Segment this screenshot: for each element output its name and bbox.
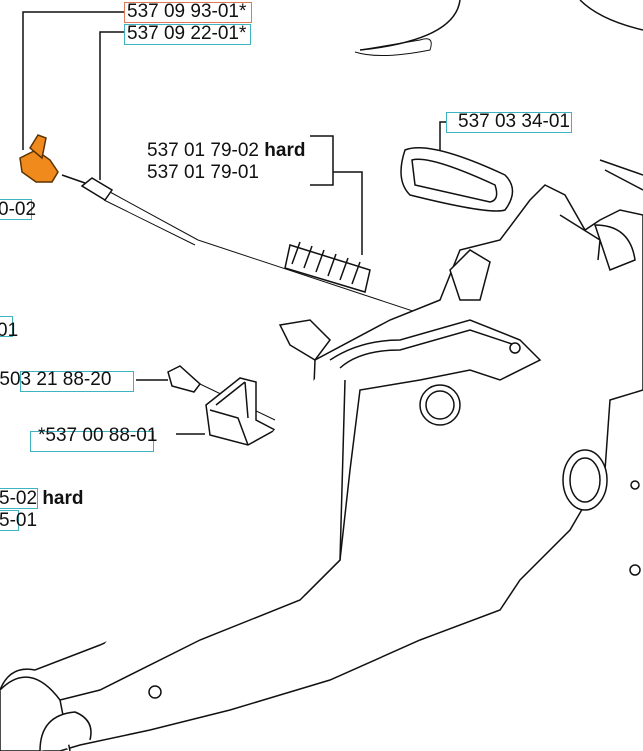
part-number-label[interactable]: 0-02 bbox=[0, 199, 37, 220]
part-number-label[interactable]: *503 21 88-20 bbox=[0, 369, 112, 390]
part-link-box-selected[interactable] bbox=[124, 2, 252, 23]
part-link-box[interactable] bbox=[0, 488, 38, 509]
part-number-label[interactable]: 537 09 93-01* bbox=[127, 1, 247, 22]
part-number-label[interactable]: 537 03 34-01 bbox=[458, 111, 570, 132]
part-number-label[interactable]: 01 bbox=[0, 320, 19, 341]
part-number: 5-02 bbox=[0, 488, 38, 509]
cover-part[interactable] bbox=[400, 147, 514, 212]
part-link-box[interactable] bbox=[30, 431, 154, 452]
leader-line bbox=[333, 171, 363, 255]
part-link-box[interactable] bbox=[20, 371, 134, 392]
leader-line bbox=[99, 31, 124, 180]
part-link-box[interactable] bbox=[0, 316, 13, 337]
part-number-label[interactable]: 5-02 hard bbox=[0, 489, 84, 509]
part-number: 537 01 79-02 bbox=[147, 140, 259, 161]
part-link-box[interactable] bbox=[0, 510, 19, 531]
part-number-label[interactable]: *537 00 88-01 bbox=[38, 425, 158, 446]
part-link-box[interactable] bbox=[446, 112, 572, 133]
part-link-box[interactable] bbox=[0, 199, 32, 220]
part-number-label[interactable]: 5-01 bbox=[0, 510, 38, 531]
part-variant: hard bbox=[264, 140, 306, 161]
leader-line bbox=[439, 121, 446, 150]
leader-line bbox=[22, 11, 124, 150]
leader-bracket bbox=[310, 135, 334, 186]
crankcase-body[interactable] bbox=[0, 159, 643, 751]
part-number-label: 537 01 79-02 hard bbox=[147, 141, 305, 161]
part-variant: hard bbox=[42, 488, 84, 509]
part-number-label[interactable]: 537 09 22-01* bbox=[127, 23, 247, 44]
bracket-part[interactable] bbox=[205, 377, 277, 446]
oil-nozzle-part[interactable] bbox=[19, 134, 59, 183]
spring-part[interactable] bbox=[284, 241, 371, 293]
part-number-label: 537 01 79-01 bbox=[147, 162, 259, 183]
part-link-box[interactable] bbox=[124, 24, 251, 45]
